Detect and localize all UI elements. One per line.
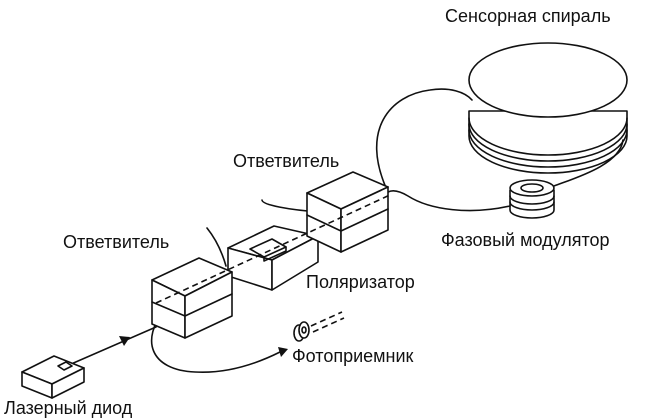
coupler-top-label: Ответвитель bbox=[233, 151, 339, 171]
light-path bbox=[155, 193, 393, 304]
photodetector bbox=[293, 311, 345, 342]
polarizer-label: Поляризатор bbox=[306, 272, 415, 292]
coupler-left-label: Ответвитель bbox=[63, 232, 169, 252]
laser-diode-label: Лазерный диод bbox=[4, 398, 133, 418]
coupler-top bbox=[306, 171, 389, 253]
phase-modulator bbox=[509, 179, 555, 219]
phase-modulator-label: Фазовый модулятор bbox=[441, 230, 610, 250]
coupler-left bbox=[151, 257, 233, 339]
sensor-coil-label: Сенсорная спираль bbox=[445, 6, 611, 26]
photodetector-label: Фотоприемник bbox=[292, 346, 414, 366]
laser-diode bbox=[21, 355, 85, 399]
polarizer bbox=[227, 225, 319, 291]
sensor-coil bbox=[468, 42, 628, 174]
